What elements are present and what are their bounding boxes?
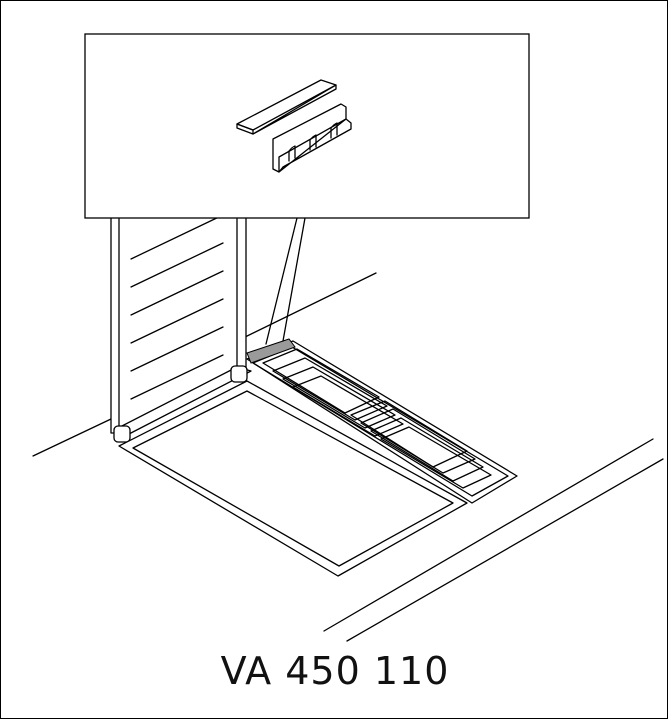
counter-edge-lines	[32, 272, 664, 642]
hinge-bar	[113, 365, 252, 443]
model-number-caption: VA 450 110	[220, 649, 450, 693]
door-panel	[110, 214, 247, 434]
detail-callout	[84, 33, 530, 219]
highlighted-rail	[246, 338, 296, 364]
grille-slots	[262, 348, 492, 489]
mounting-bracket-detail	[236, 79, 352, 173]
open-door-tray	[118, 380, 468, 577]
ventilation-grille	[246, 338, 518, 504]
callout-leader	[265, 217, 306, 345]
